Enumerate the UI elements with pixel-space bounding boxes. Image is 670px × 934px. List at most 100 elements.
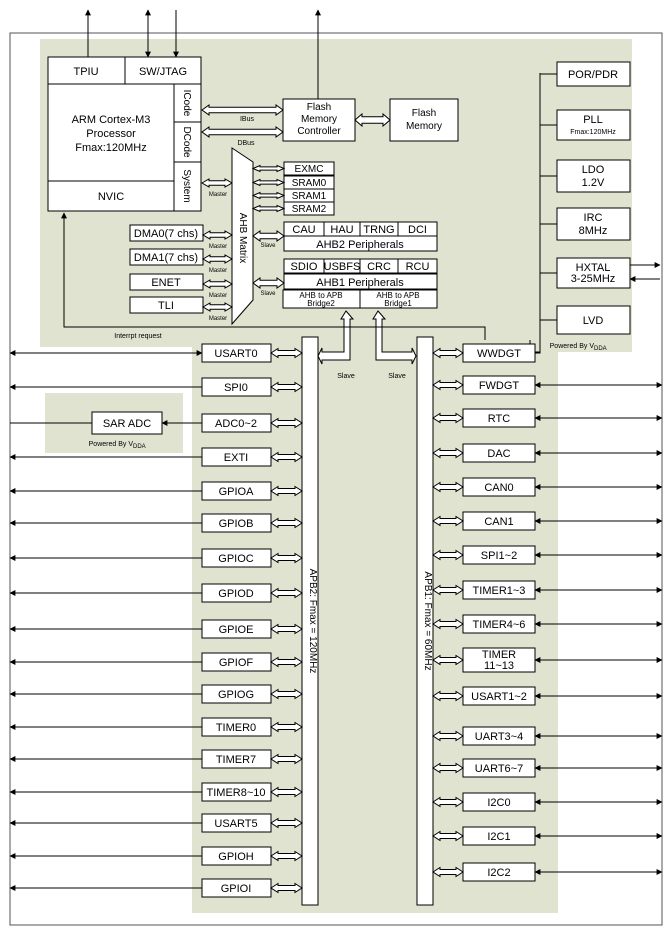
ahb1-arrow — [252, 277, 285, 289]
apb1-link-2 — [432, 412, 464, 424]
ahb.ahb1-item-label: RCU — [406, 261, 430, 273]
svg-text:AHB Matrix: AHB Matrix — [237, 213, 248, 264]
apb1-peripherals: WWDGTFWDGTRTCDACCAN0CAN1SPI1~2TIMER1~3TI… — [432, 340, 663, 882]
power-sub-4: 3-25MHz — [571, 273, 616, 285]
apb1-link-7 — [432, 584, 464, 596]
apb1-link-10 — [432, 690, 464, 702]
apb2-periph-label-8: GPIOE — [219, 624, 254, 636]
ahb1-bus-box — [283, 273, 438, 290]
sram0-arrow — [251, 178, 286, 187]
apb1-link-11 — [432, 730, 464, 742]
master-2 — [129, 273, 204, 291]
power-sub-1: Fmax:120MHz — [570, 129, 616, 136]
power-box-0 — [556, 61, 631, 87]
apb2-periph-label-5: GPIOB — [219, 518, 254, 530]
apb2-link-9 — [270, 656, 303, 668]
master-label-1: DMA1(7 chs) — [134, 252, 198, 264]
apb2-periph-label-11: TIMER0 — [216, 722, 256, 734]
ahb.ahb1-item-3 — [397, 258, 438, 274]
apb1-periph-label-13: I2C0 — [487, 797, 510, 809]
apb2-link-12 — [270, 753, 303, 765]
svg-text:AHB to APB: AHB to APB — [376, 291, 419, 300]
master-label-3: TLI — [158, 300, 174, 312]
ahb1-slave-label: Slave — [260, 291, 276, 297]
flash-link-arrow — [354, 112, 391, 128]
power-box-4 — [556, 257, 631, 289]
svg-text:Controller: Controller — [297, 126, 341, 137]
power-section: POR/PDRPLLFmax:120MHzLDO1.2VIRC8MHzHXTAL… — [540, 61, 661, 335]
apb1-periph-label-1: FWDGT — [479, 380, 520, 392]
interrupt-line — [61, 212, 486, 340]
sram2-arrow — [251, 204, 286, 213]
ahb1-label: AHB1 Peripherals — [316, 277, 404, 289]
svg-text:SAR ADC: SAR ADC — [103, 418, 151, 430]
ahb-matrix: AHB Matrix — [231, 147, 254, 326]
apb1-periph-label-14: I2C1 — [487, 831, 510, 843]
master-tag-3: Master — [209, 316, 227, 322]
icode-label: ICode — [181, 90, 192, 117]
apb2-periph-label-4: GPIOA — [219, 486, 255, 498]
power-label-5: LVD — [583, 315, 604, 327]
ahb.ahb1-item-label: CRC — [367, 261, 391, 273]
master-0 — [129, 224, 204, 242]
flash-memory: Flash Memory — [389, 98, 459, 142]
apb2-link-3 — [270, 451, 303, 463]
apb1-periph-label-10: USART1~2 — [471, 691, 527, 703]
apb2-bus: APB2: Fmax = 120MHz — [301, 336, 319, 906]
apb1-slave-label: Slave — [388, 373, 406, 380]
sram1-arrow — [251, 191, 286, 200]
apb1-periph-label-15: I2C2 — [487, 867, 510, 879]
master-arrow-0 — [201, 230, 234, 240]
svg-text:AHB to APB: AHB to APB — [299, 291, 342, 300]
master-arrow-2 — [201, 279, 234, 289]
apb1-link-5 — [432, 515, 464, 527]
apb1-link-6 — [432, 549, 464, 561]
apb2-peripherals: USART0SPI0ADC0~2EXTIGPIOAGPIOBGPIOCGPIOD… — [9, 343, 303, 898]
ahb2-bus-box — [283, 235, 438, 252]
apb2-link-14 — [270, 817, 303, 829]
svg-text:Memory: Memory — [301, 114, 337, 125]
svg-text:Memory: Memory — [406, 121, 442, 132]
ibus-arrow — [201, 104, 284, 116]
ahb2-arrow — [252, 230, 285, 242]
sar-adc: SAR ADC — [91, 411, 163, 435]
apb1-link-1 — [432, 379, 464, 391]
apb2-link-5 — [270, 517, 303, 529]
apb1-periph-label-7: TIMER1~3 — [473, 585, 526, 597]
apb2-link-16 — [270, 882, 303, 894]
apb2-link-13 — [270, 786, 303, 798]
apb2-link-7 — [270, 587, 303, 599]
ahb-apb-bridge2: AHB to APB Bridge2 — [282, 289, 361, 309]
apb2-periph-label-0: USART0 — [214, 348, 257, 360]
apb2-periph-label-9: GPIOF — [219, 657, 254, 669]
power-sub-3: 8MHz — [579, 225, 608, 237]
apb2-periph-label-16: GPIOI — [221, 883, 252, 895]
apb1-link-0 — [432, 347, 464, 359]
dcode-label: DCode — [181, 126, 192, 158]
dbus-arrow — [201, 126, 284, 138]
apb1-link-12 — [432, 762, 464, 774]
power-box-2 — [556, 159, 631, 193]
master-3 — [129, 296, 204, 314]
master-arrow-3 — [201, 302, 234, 312]
cpu-fmax: Fmax:120MHz — [75, 142, 147, 154]
apb1-link-9 — [432, 654, 464, 666]
apb1-link-14 — [432, 830, 464, 842]
apb2-periph-label-10: GPIOG — [218, 689, 254, 701]
apb2-link-0 — [270, 347, 303, 359]
svg-text:Bridge2: Bridge2 — [307, 299, 335, 308]
ahb2-label: AHB2 Peripherals — [316, 239, 404, 251]
apb1-periph-label-8: TIMER4~6 — [473, 619, 526, 631]
adc-powered-by-sub: DDA — [133, 444, 146, 450]
apb2-periph-label-13: TIMER8~10 — [207, 787, 266, 799]
apb2-periph-label-7: GPIOD — [218, 588, 254, 600]
svg-text:Bridge1: Bridge1 — [384, 299, 412, 308]
apb2-periph-label-14: USART5 — [214, 818, 257, 830]
nvic-label: NVIC — [98, 191, 124, 203]
power-label-3: IRC — [584, 212, 603, 224]
apb1-link-4 — [432, 481, 464, 493]
master-label-0: DMA0(7 chs) — [134, 228, 198, 240]
apb2-link-8 — [270, 623, 303, 635]
ahb2-slave-label: Slave — [260, 243, 276, 249]
